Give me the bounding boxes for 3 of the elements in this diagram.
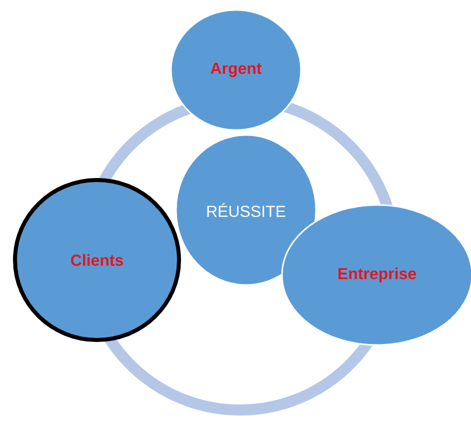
circle-node: RÉUSSITE xyxy=(175,134,317,286)
circle-node: Clients xyxy=(13,178,181,342)
circle-node: Argent xyxy=(170,9,302,131)
